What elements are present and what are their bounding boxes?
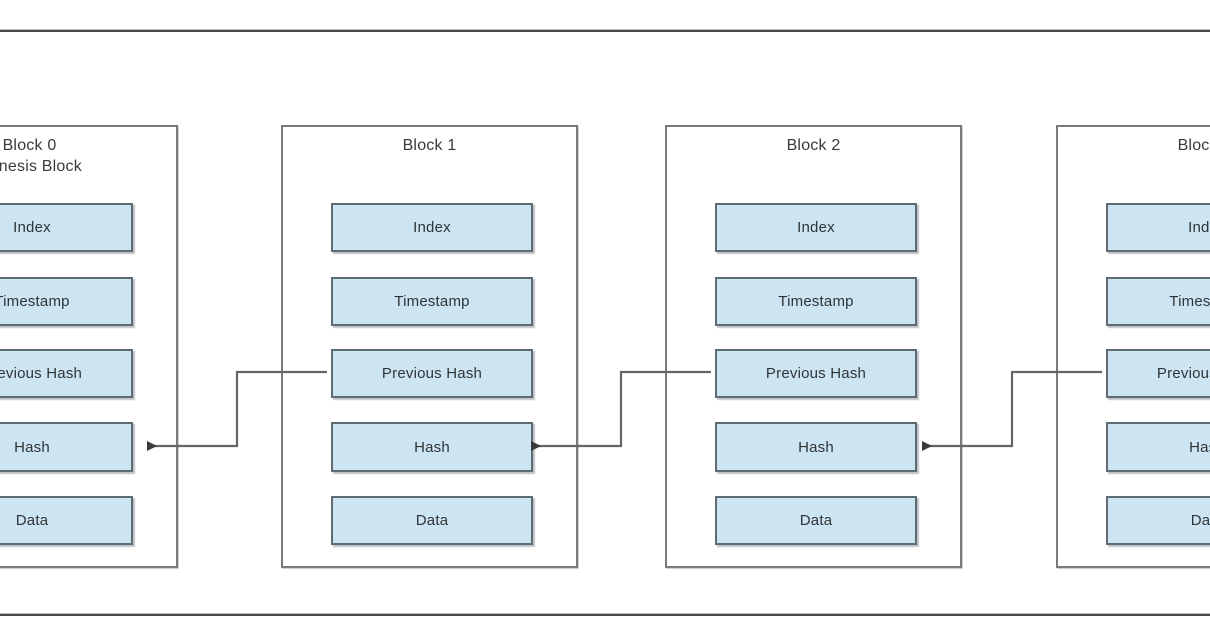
block-3-field-timestamp[interactable]: Timestamp xyxy=(1106,277,1210,326)
block-2-field-previous-hash[interactable]: Previous Hash xyxy=(715,349,917,398)
block-1-field-previous-hash[interactable]: Previous Hash xyxy=(331,349,533,398)
block-2-field-timestamp[interactable]: Timestamp xyxy=(715,277,917,326)
bottom-divider-rule xyxy=(0,614,1210,616)
block-0-field-timestamp[interactable]: Timestamp xyxy=(0,277,133,326)
block-1-field-data[interactable]: Data xyxy=(331,496,533,545)
block-container-3[interactable]: Block 3 Index Timestamp Previous Hash Ha… xyxy=(1056,125,1210,568)
block-2-field-data[interactable]: Data xyxy=(715,496,917,545)
block-title-1: Block 1 xyxy=(402,137,457,154)
block-0-field-index[interactable]: Index xyxy=(0,203,133,252)
block-title-0: Block 0 Genesis Block xyxy=(0,137,82,175)
block-0-field-previous-hash[interactable]: Previous Hash xyxy=(0,349,133,398)
block-3-field-hash[interactable]: Hash xyxy=(1106,422,1210,472)
block-title-3: Block 3 xyxy=(1177,137,1210,154)
block-1-field-hash[interactable]: Hash xyxy=(331,422,533,472)
block-0-field-hash[interactable]: Hash xyxy=(0,422,133,472)
block-3-field-data[interactable]: Data xyxy=(1106,496,1210,545)
top-divider-rule xyxy=(0,30,1210,32)
block-2-field-index[interactable]: Index xyxy=(715,203,917,252)
block-1-field-index[interactable]: Index xyxy=(331,203,533,252)
block-0-field-data[interactable]: Data xyxy=(0,496,133,545)
block-2-field-hash[interactable]: Hash xyxy=(715,422,917,472)
block-3-field-previous-hash[interactable]: Previous Hash xyxy=(1106,349,1210,398)
block-1-field-timestamp[interactable]: Timestamp xyxy=(331,277,533,326)
block-container-0[interactable]: Block 0 Genesis Block Index Timestamp Pr… xyxy=(0,125,178,568)
block-3-field-index[interactable]: Index xyxy=(1106,203,1210,252)
block-title-2: Block 2 xyxy=(786,137,841,154)
block-container-2[interactable]: Block 2 Index Timestamp Previous Hash Ha… xyxy=(665,125,962,568)
block-container-1[interactable]: Block 1 Index Timestamp Previous Hash Ha… xyxy=(281,125,578,568)
